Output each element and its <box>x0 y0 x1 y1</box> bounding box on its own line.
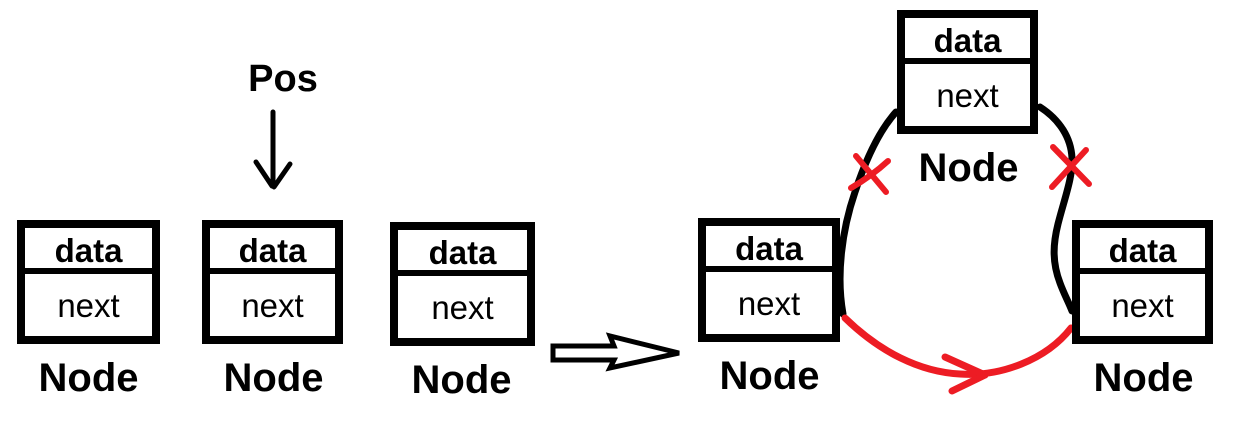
after-node-right-data-field: data <box>1080 228 1205 274</box>
before-node-1: data next Node <box>17 220 160 398</box>
before-node-3-next-field: next <box>431 288 494 326</box>
before-node-3-caption: Node <box>411 358 512 402</box>
old-link-curve-right <box>1036 103 1076 315</box>
after-node-left-next-field: next <box>737 284 801 322</box>
after-node-deleted-next-field: next <box>936 76 999 114</box>
after-node-right-caption: Node <box>1093 356 1194 400</box>
after-node-left-data-field: data <box>706 226 832 272</box>
red-x-icon-right <box>1049 144 1092 190</box>
after-node-right-next-field: next <box>1111 286 1174 324</box>
before-node-2-next-field: next <box>241 286 304 324</box>
after-node-left: data next Node <box>698 218 840 396</box>
before-node-3-data-field: data <box>398 230 527 276</box>
after-node-deleted-data-field: data <box>905 18 1030 64</box>
red-x-icon-left <box>848 153 891 195</box>
before-node-1-caption: Node <box>38 356 139 400</box>
before-node-2-caption: Node <box>223 356 324 400</box>
after-node-deleted: data next Node <box>897 10 1038 188</box>
old-link-curve-left <box>836 108 900 318</box>
after-node-right: data next Node <box>1072 220 1213 398</box>
hollow-right-arrow-icon <box>550 332 680 372</box>
before-node-1-next-field: next <box>57 286 120 324</box>
after-node-deleted-caption: Node <box>918 146 1019 190</box>
before-node-1-data-field: data <box>25 228 152 274</box>
pos-pointer-label: Pos <box>248 58 318 100</box>
before-node-2: data next Node <box>202 220 343 398</box>
before-node-2-data-field: data <box>210 228 335 274</box>
before-node-3: data next Node <box>390 222 535 400</box>
down-arrow-icon <box>253 109 293 190</box>
red-curved-right-arrow-icon <box>841 314 1075 395</box>
after-node-left-caption: Node <box>719 354 820 398</box>
